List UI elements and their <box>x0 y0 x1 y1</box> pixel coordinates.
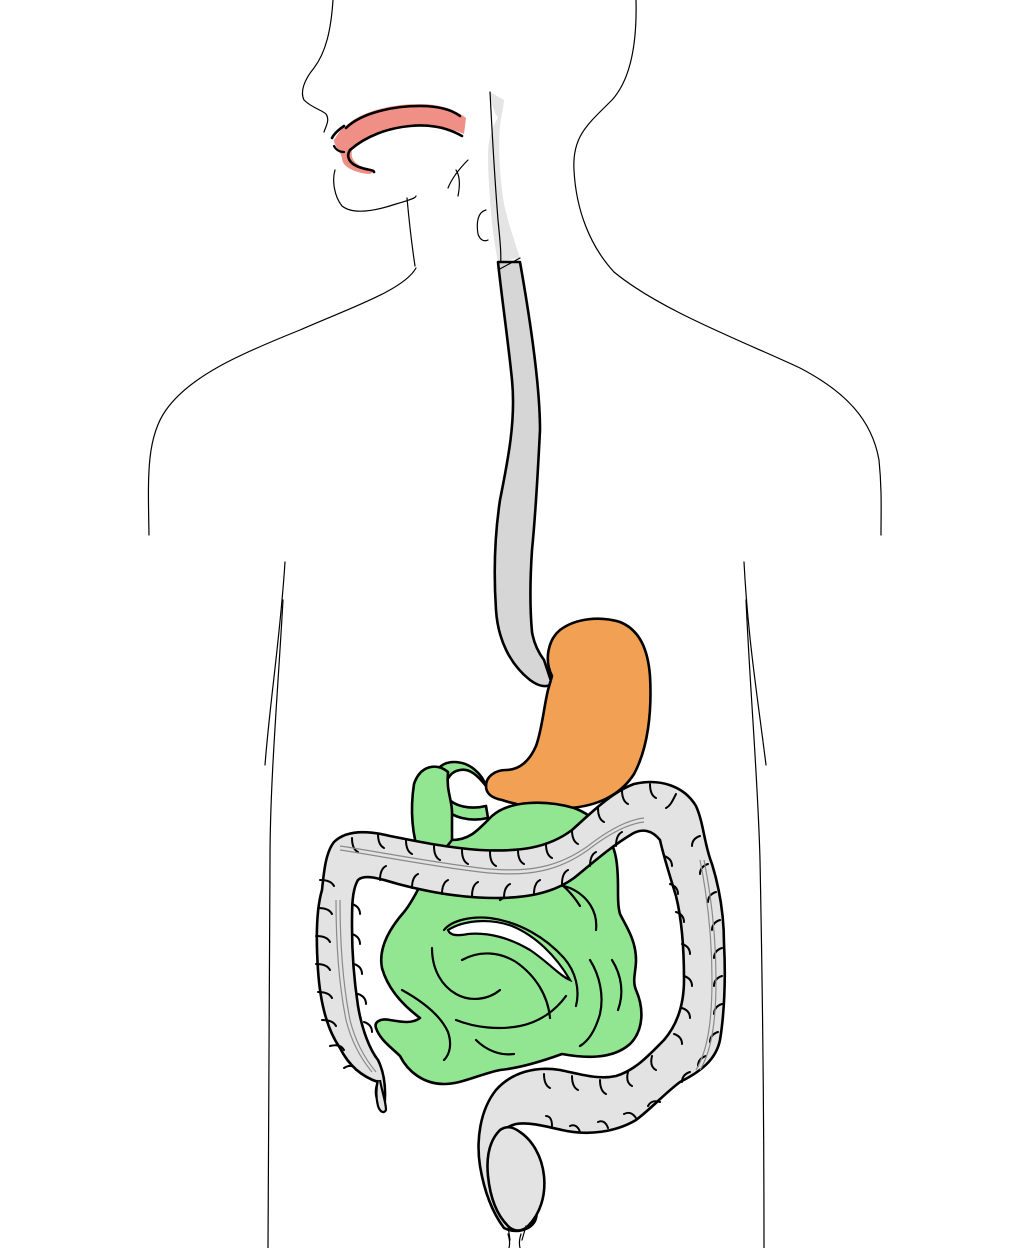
teniae-ascending-2 <box>339 899 377 1073</box>
teniae-transverse-2 <box>339 821 645 875</box>
appendix-icon <box>375 1079 388 1114</box>
intestine-fold-7 <box>578 958 603 1048</box>
intestine-gap <box>446 919 573 983</box>
rectum-icon <box>486 1125 546 1232</box>
mouth-palate-fill <box>334 104 466 174</box>
lips-front <box>332 144 346 154</box>
haustra-sigmoid <box>543 1055 661 1133</box>
haustra-ascending <box>315 879 373 1071</box>
intestine-fold-5 <box>400 988 452 1062</box>
intestine-fold-2 <box>430 946 502 1000</box>
left-arm-pit <box>264 561 286 766</box>
intestine-fold-10 <box>474 1038 516 1056</box>
body-outline <box>147 0 882 1248</box>
intestine-fold-6 <box>454 994 568 1030</box>
left-flank <box>267 599 284 1248</box>
face-profile <box>301 0 334 133</box>
left-shoulder <box>147 267 417 536</box>
pharynx-icon <box>488 92 520 262</box>
stomach-icon <box>484 617 652 810</box>
esophagus-junction <box>497 257 521 271</box>
teniae-ascending <box>335 899 373 1073</box>
teniae-descending-2 <box>695 859 713 1071</box>
intestine-fold-3 <box>460 952 552 1020</box>
lips-lower <box>346 148 376 174</box>
mouth-palate-outline <box>344 104 464 152</box>
right-shoulder <box>613 271 882 536</box>
lips-upper <box>330 124 346 140</box>
esophagus-icon <box>493 260 554 688</box>
intestine-fold-9 <box>610 958 623 1012</box>
larynx <box>476 209 489 242</box>
teniae-descending <box>699 859 717 1071</box>
pharynx-back-wall <box>489 91 502 271</box>
haustra-transverse-top <box>351 783 677 867</box>
chin-line <box>333 169 417 212</box>
mouth-icon <box>330 104 466 174</box>
right-flank <box>745 599 765 1248</box>
anal-canal <box>507 1225 527 1241</box>
epiglottis <box>447 159 469 197</box>
right-arm-pit <box>743 561 767 766</box>
neck-right <box>573 0 637 273</box>
haustra-transverse-bottom <box>379 831 623 899</box>
jaw-line <box>406 197 416 267</box>
crotch-right <box>518 1233 522 1248</box>
teniae-transverse <box>339 817 645 871</box>
crotch-left <box>507 1233 511 1248</box>
intestine-fold-1 <box>442 916 579 1008</box>
